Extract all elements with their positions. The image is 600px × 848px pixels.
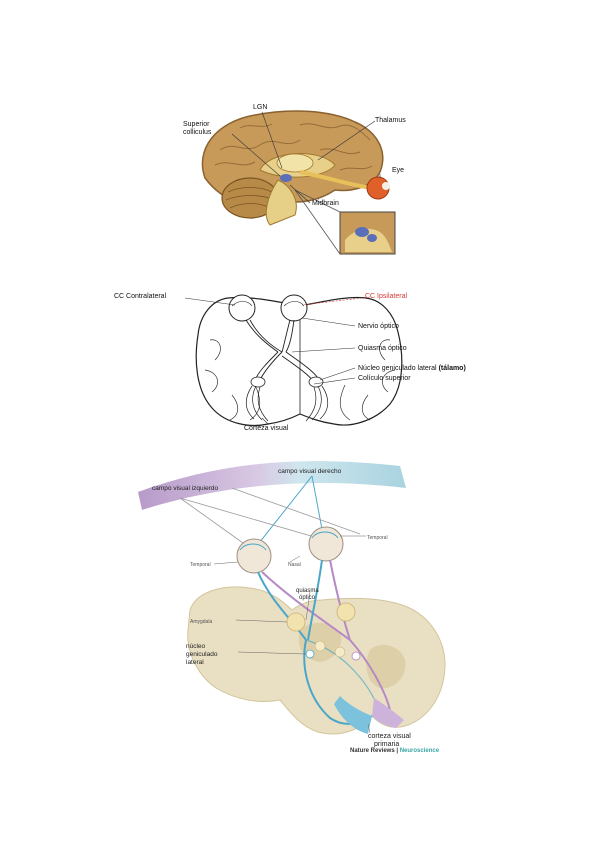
label-talamo: (tálamo) [439, 365, 466, 372]
label-cc-ipsilateral: CC Ipsilateral [365, 293, 407, 300]
label-lgn: LGN [253, 104, 267, 111]
label-campo-izquierdo: campo visual izquierdo [152, 485, 219, 492]
label-nucleo-geniculado-text: Núcleo geniculado lateral [358, 365, 437, 372]
label-nasal: Nasal [288, 562, 301, 568]
v1-blue [334, 696, 372, 734]
lgn-marker [305, 649, 315, 659]
figure2-ventral-pathway: CC Contralateral CC Ipsilateral Nervio ó… [114, 293, 466, 432]
right-eye [308, 526, 344, 562]
label-temporal-left: Temporal [190, 562, 211, 568]
credit-journal: Nature Reviews [350, 748, 395, 754]
label-coliculo-superior: Colículo superior [358, 375, 411, 382]
label-nervio-optico: Nervio óptico [358, 323, 399, 330]
label-nucleo-line1: núcleo [186, 643, 206, 650]
figure3-visual-pathway: campo visual derecho campo visual izquie… [138, 461, 446, 748]
label-quiasma-optico: Quiasma óptico [358, 345, 407, 352]
amygdala-right [336, 602, 356, 622]
label-campo-derecho: campo visual derecho [278, 468, 342, 475]
figure1-sagittal-brain: LGN Superior colliculus Thalamus Eye Mid… [175, 100, 415, 258]
label-corteza-visual: Corteza visual [244, 425, 289, 432]
label-corteza-line1: corteza visual [368, 733, 411, 740]
label-nucleo-geniculado: Núcleo geniculado lateral (tálamo) [358, 365, 466, 372]
label-quiasma-line1: quiasma [296, 588, 319, 594]
v1-purple [372, 698, 404, 728]
visual-field-arc [138, 461, 406, 510]
label-temporal-right: Temporal [367, 535, 388, 541]
label-midbrain: Midbrain [312, 200, 339, 207]
ventral-brain-outline [195, 296, 403, 427]
amygdala-left [286, 612, 306, 632]
label-cc-contralateral: CC Contralateral [114, 293, 167, 300]
label-quiasma-line2: óptico [299, 595, 316, 601]
label-superior-colliculus-line1: Superior [183, 121, 210, 128]
label-corteza-line2: primaria [374, 741, 399, 748]
brainstem-illustration [265, 179, 297, 226]
label-amygdala: Amygdala [190, 619, 212, 625]
credit-separator: | [394, 748, 400, 754]
credit-section: Neuroscience [399, 748, 440, 754]
label-nucleo-line3: lateral [186, 659, 204, 666]
figure-credit: Nature Reviews | Neuroscience [350, 748, 439, 754]
left-eye-outline [228, 294, 256, 322]
label-eye: Eye [392, 167, 404, 174]
label-superior-colliculus-line2: colliculus [183, 129, 212, 136]
label-nucleo-line2: geniculado [186, 651, 218, 658]
left-eye [236, 538, 272, 574]
right-eye-outline [280, 294, 308, 322]
label-thalamus: Thalamus [375, 117, 406, 124]
